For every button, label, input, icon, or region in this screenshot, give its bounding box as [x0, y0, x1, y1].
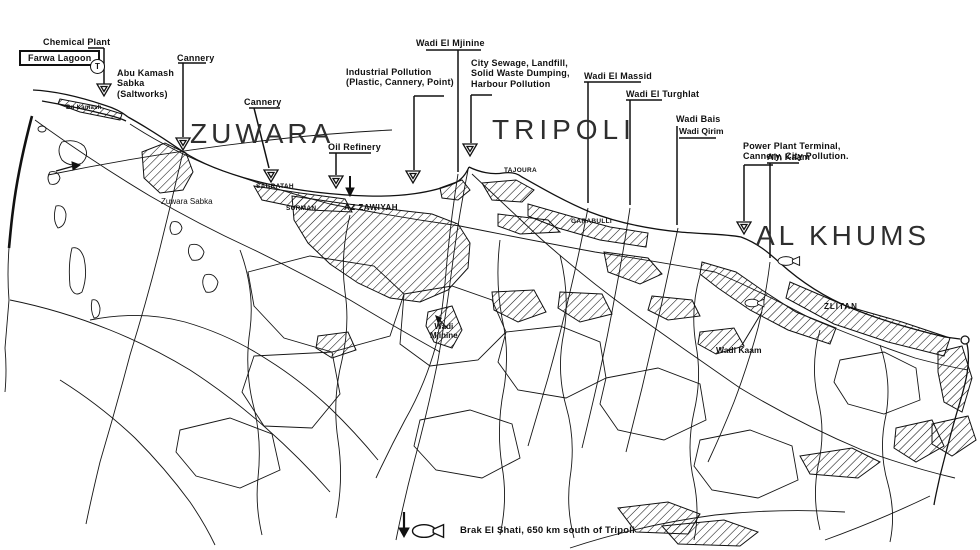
place-label-az-zawiyah: AZ ZAWIYAH — [344, 203, 399, 212]
label-cannery-west: Cannery — [177, 53, 215, 63]
place-label-sabratah: SABRATAH — [256, 183, 294, 190]
label-wadi-el-mjinine: Wadi El Mjinine — [416, 38, 485, 48]
pollution-marker — [404, 170, 422, 185]
city-label-tripoli: TRIPOLI — [492, 114, 636, 145]
label-abu-kamash: Abu Kamash Sabka (Saltworks) — [117, 68, 175, 99]
hatched-areas — [57, 98, 977, 547]
label-wadi-el-massid: Wadi El Massid — [584, 71, 652, 81]
label-wadi-kaam: Wadi Kaam — [716, 345, 762, 355]
hatched-area — [557, 291, 613, 323]
label-oil-refinery: Oil Refinery — [328, 142, 381, 152]
coastline — [32, 89, 970, 506]
label-industrial-pollution: Industrial Pollution (Plastic, Cannery, … — [346, 67, 454, 88]
label-zuwara-sabka: Zuwara Sabka — [161, 197, 213, 206]
fish-icon — [744, 298, 765, 308]
label-wadi-el-turghlat: Wadi El Turghlat — [626, 89, 700, 99]
pollution-markers — [95, 83, 753, 236]
hatched-area — [660, 519, 760, 547]
road-wadi-network — [4, 119, 969, 549]
down-arrows — [55, 161, 410, 539]
label-wadi-bais: Wadi Bais — [676, 114, 721, 124]
label-wadi-qirim: Wadi Qirim — [679, 126, 724, 136]
down-arrow-icon — [398, 512, 410, 539]
city-label-zuwara: ZUWARA — [190, 118, 335, 149]
down-arrow-icon — [345, 176, 355, 198]
pollution-marker — [461, 143, 479, 158]
label-chemical-plant: Chemical Plant — [43, 37, 111, 47]
place-label-garabulli: GARABULLI — [571, 218, 612, 225]
hatched-area — [699, 261, 837, 345]
city-label-al-khums: AL KHUMS — [756, 220, 931, 251]
place-label-surman: SURMAN — [286, 205, 317, 212]
hatched-area — [527, 203, 649, 248]
fish-icon — [411, 523, 445, 539]
west-coast-bold — [7, 115, 34, 249]
fish-symbols — [411, 255, 801, 539]
pollution-marker — [95, 83, 113, 98]
label-farwa-lagoon: Farwa Lagoon — [19, 50, 101, 67]
label-power-plant: Power Plant Terminal, Cannery, City Poll… — [743, 141, 849, 162]
leader-lines — [88, 47, 799, 346]
label-cannery-zuwara: Cannery — [244, 97, 282, 107]
hatched-area — [315, 331, 357, 359]
hatched-area — [481, 179, 535, 203]
west-road-arrow-icon — [55, 161, 82, 172]
label-city-sewage: City Sewage, Landfill, Solid Waste Dumpi… — [471, 58, 570, 89]
hatched-area — [931, 415, 977, 457]
terminal-t-icon: T — [90, 59, 105, 74]
hatched-area — [697, 327, 745, 355]
fish-icon — [777, 255, 801, 267]
place-label-tajoura: TAJOURA — [504, 167, 538, 174]
hatched-area — [291, 195, 471, 303]
hatched-area — [603, 251, 663, 285]
label-ain-kaam: Ain Kaam — [767, 152, 811, 162]
place-label-zlitan: ZLITAN — [824, 302, 858, 311]
pollution-marker — [735, 221, 753, 236]
hatched-area — [491, 289, 547, 323]
pollution-marker — [262, 169, 280, 184]
label-wadi-mjinine-inland: Wadi Mjinine — [430, 322, 458, 341]
pollution-marker — [327, 175, 345, 190]
sabkha-lakes — [37, 125, 219, 319]
coast-point-circle — [960, 335, 970, 345]
pollution-marker — [174, 137, 192, 152]
legend-note: Brak El Shati, 650 km south of Tripoli — [460, 525, 635, 536]
hatched-area — [647, 295, 701, 321]
hatched-area — [937, 345, 973, 413]
place-label-bu-kamash: Bu Kamash — [66, 105, 102, 111]
inland-arrowhead — [435, 315, 442, 324]
